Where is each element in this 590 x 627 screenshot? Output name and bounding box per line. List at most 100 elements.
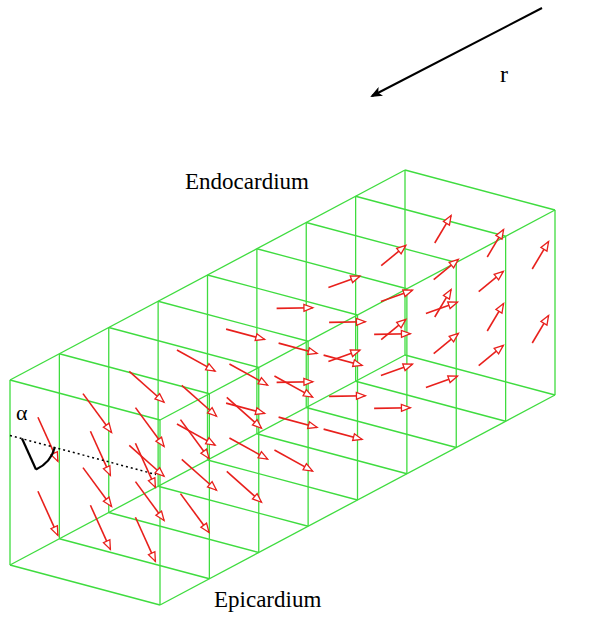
fiber-shaft: [90, 505, 110, 549]
fiber-shaft: [328, 276, 359, 287]
fiber-head: [258, 378, 268, 385]
fiber-head: [252, 420, 261, 429]
fiber-head: [350, 350, 360, 357]
fiber-shaft: [182, 459, 217, 490]
fiber-head: [494, 271, 503, 279]
fiber-head: [201, 449, 209, 458]
wire-edge: [160, 210, 555, 420]
fiber-shaft: [182, 385, 217, 416]
fiber-shaft: [90, 431, 110, 475]
fiber-head: [304, 378, 313, 385]
fiber-head: [255, 408, 265, 415]
wire-edge: [108, 328, 109, 513]
angle-label: α: [16, 402, 28, 424]
fiber-head: [308, 422, 318, 429]
fiber-head: [103, 466, 110, 476]
fiber-shaft: [180, 494, 209, 533]
fiber-head: [252, 494, 261, 503]
wire-edge: [406, 289, 407, 474]
wire-edge: [505, 236, 506, 421]
fiber-arrows: [38, 216, 549, 562]
fiber-shaft: [38, 417, 58, 461]
fiber-head: [201, 523, 209, 532]
wireframe-box: [10, 170, 555, 605]
wire-edge: [10, 170, 405, 380]
wire-edge: [405, 355, 555, 395]
fiber-head: [350, 276, 360, 283]
fiber-head: [103, 497, 111, 506]
fiber-head: [356, 392, 365, 399]
fiber-head: [449, 259, 458, 267]
fiber-head: [397, 319, 406, 327]
fiber-head: [541, 242, 549, 252]
fiber-head: [206, 364, 216, 371]
wire-edge: [9, 380, 10, 565]
fiber-shaft: [532, 316, 548, 343]
wire-edge: [10, 380, 160, 420]
axis-label: r: [500, 62, 508, 86]
fiber-shaft: [177, 424, 215, 445]
wire-edge: [10, 355, 405, 565]
fiber-shaft: [381, 245, 406, 265]
wire-edge: [157, 301, 158, 486]
wire-edge: [59, 354, 60, 539]
fiber-shaft: [487, 304, 503, 331]
wire-edge: [59, 539, 209, 579]
radial-arrow: [372, 8, 542, 96]
fiber-shaft: [177, 350, 215, 371]
fiber-shaft: [274, 376, 312, 397]
angle-arc: [36, 447, 55, 469]
fiber-head: [258, 452, 268, 459]
fiber-shaft: [227, 471, 262, 502]
fiber-shaft: [435, 216, 451, 243]
fiber-shaft: [434, 259, 459, 279]
fiber-head: [148, 478, 155, 488]
fiber-head: [51, 526, 58, 536]
wire-edge: [208, 460, 358, 500]
fiber-head: [356, 318, 365, 325]
fiber-head: [255, 334, 265, 341]
wire-edge: [256, 249, 257, 434]
fiber-shaft: [274, 450, 312, 471]
fiber-head: [308, 348, 318, 355]
fiber-shaft: [426, 376, 457, 387]
fiber-head: [353, 434, 363, 441]
layer-label: Endocardium: [185, 170, 309, 193]
fiber-head: [156, 511, 164, 520]
wire-edge: [109, 328, 259, 368]
fiber-shaft: [381, 290, 412, 301]
fiber-shaft: [135, 408, 164, 447]
wire-edge: [356, 196, 506, 236]
wire-edge: [10, 565, 160, 605]
fiber-head: [403, 290, 413, 297]
fiber-shaft: [328, 350, 359, 361]
fiber-head: [496, 230, 504, 240]
reference-line: [10, 436, 156, 475]
fiber-head: [443, 216, 451, 226]
fiber-head: [448, 376, 458, 383]
wire-edge: [59, 354, 209, 394]
fiber-shaft: [435, 290, 451, 317]
fiber-head: [155, 394, 164, 403]
fiber-head: [494, 345, 503, 353]
fiber-shaft: [83, 394, 112, 433]
fiber-head: [206, 438, 216, 445]
fiber-head: [155, 468, 164, 477]
fiber-head: [103, 540, 110, 550]
fiber-head: [401, 404, 410, 411]
fiber-head: [403, 364, 413, 371]
wire-edge: [404, 170, 405, 355]
fiber-head: [303, 390, 313, 397]
fiber-shaft: [487, 230, 503, 257]
wire-edge: [554, 210, 555, 395]
fiber-head: [397, 245, 406, 253]
fiber-head: [541, 316, 549, 326]
fiber-shaft: [229, 364, 267, 385]
fiber-shaft: [479, 271, 504, 291]
wire-edge: [306, 408, 456, 448]
fiber-shaft: [434, 333, 459, 353]
fiber-shaft: [129, 371, 164, 402]
wire-edge: [306, 223, 456, 263]
wire-edge: [307, 341, 308, 526]
